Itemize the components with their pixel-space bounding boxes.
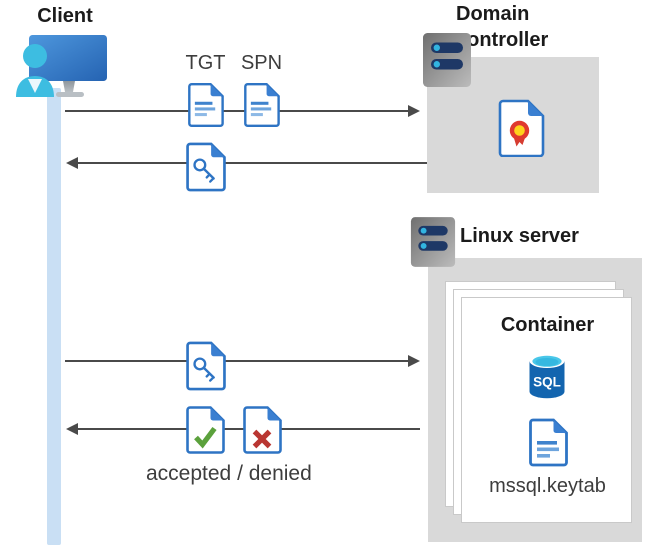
accepted-check-document-icon	[186, 406, 225, 454]
denied-x-document-icon	[243, 406, 282, 454]
arrow-dc-to-client	[66, 157, 427, 169]
sql-icon-label: SQL	[533, 375, 561, 390]
keytab-file-icon	[529, 418, 568, 467]
container-title: Container	[500, 314, 595, 336]
spn-label: SPN	[240, 52, 283, 74]
domain-controller-box	[427, 57, 599, 193]
domain-controller-label: Domain controller	[456, 3, 549, 51]
certificate-icon	[498, 99, 545, 157]
client-timeline-bar	[47, 88, 61, 545]
accepted-denied-caption: accepted / denied	[146, 462, 312, 485]
arrow-client-to-dc	[65, 105, 420, 117]
domain-controller-server-icon	[423, 33, 471, 87]
linux-server-label: Linux server	[460, 225, 579, 247]
keytab-filename-label: mssql.keytab	[489, 475, 606, 497]
key-ticket-icon-lower	[186, 341, 226, 391]
container-page-front: Container SQL mssql.keytab	[461, 297, 632, 523]
tgt-ticket-icon	[188, 82, 224, 128]
arrow-client-to-linux	[65, 355, 420, 367]
tgt-label: TGT	[185, 52, 226, 74]
client-label: Client	[37, 5, 93, 27]
client-monitor-user-icon	[16, 35, 107, 97]
linux-server-icon	[410, 217, 456, 267]
key-ticket-icon-upper	[186, 142, 226, 192]
sql-database-icon: SQL	[529, 354, 565, 399]
spn-ticket-icon	[244, 82, 280, 128]
